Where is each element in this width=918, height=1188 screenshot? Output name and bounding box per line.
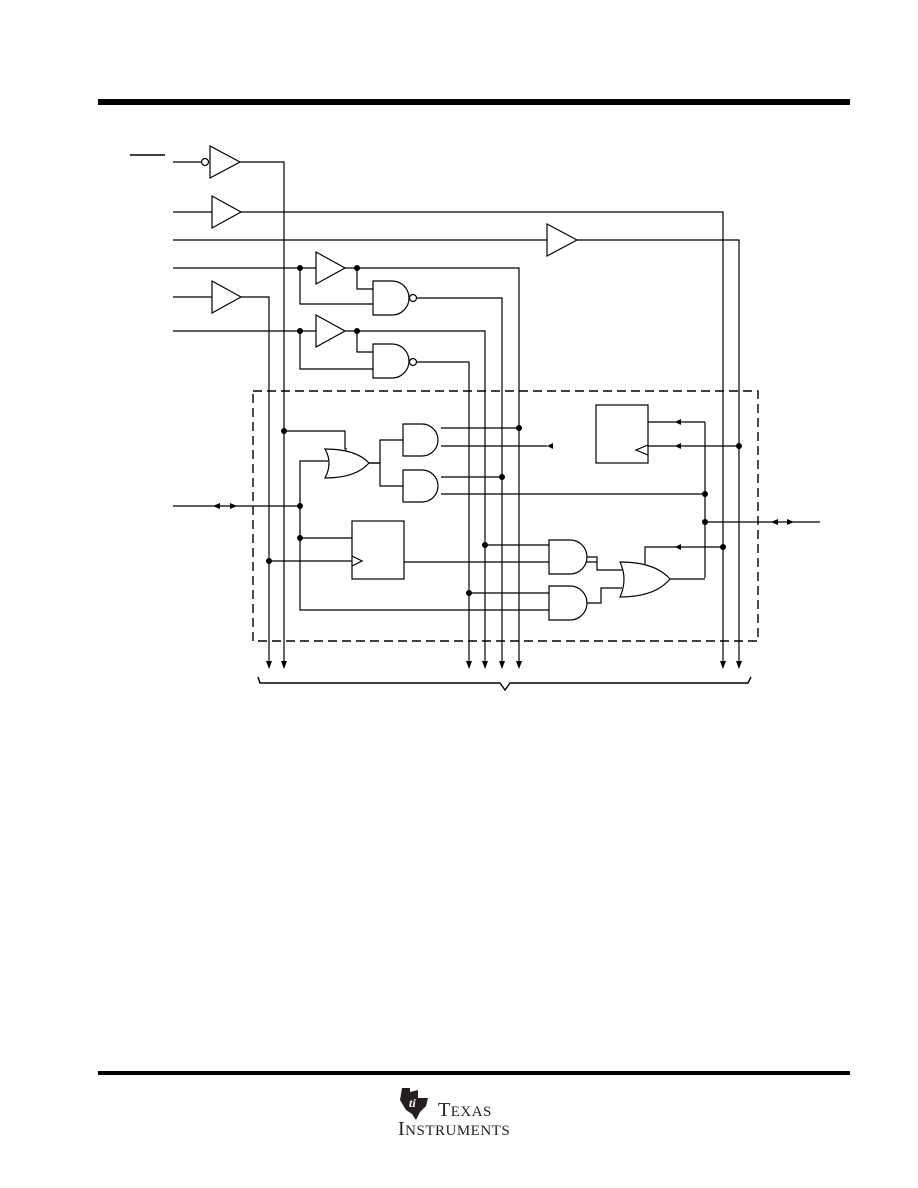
input-lines — [173, 161, 547, 332]
buffer-gate — [315, 313, 347, 349]
footer-rule — [98, 1071, 850, 1075]
bidirectional-arrow-icon — [771, 519, 778, 525]
ti-state-logo-icon: ti — [400, 1088, 428, 1120]
nand-gate — [372, 280, 418, 316]
logo-wordmark-line1: TEXAS — [438, 1099, 492, 1121]
and-gate — [402, 423, 439, 457]
bus-brace — [257, 676, 752, 692]
logo-wordmark-line2: INSTRUMENTS — [398, 1118, 511, 1140]
buffer-gate — [315, 250, 347, 286]
texas-instruments-logo: ti TEXAS INSTRUMENTS — [396, 1082, 566, 1142]
buffer-gate — [211, 194, 243, 230]
buffer-output-lines — [240, 161, 740, 664]
or-gate — [619, 561, 671, 598]
nand-gate — [372, 343, 418, 379]
and-gate — [548, 539, 588, 575]
buffer-gate-inverting — [200, 145, 242, 179]
flip-flop-block — [351, 520, 405, 580]
bidirectional-arrow-icon — [213, 503, 220, 509]
svg-text:ti: ti — [409, 1096, 416, 1110]
buffer-gate — [211, 279, 243, 315]
macrocell-boundary — [252, 390, 759, 642]
or-gate — [323, 448, 370, 479]
flip-flop-block — [595, 404, 649, 464]
junction-dots — [266, 265, 742, 596]
and-gate — [402, 469, 439, 503]
header-rule — [98, 99, 850, 105]
bus-arrows — [266, 661, 742, 669]
and-gate — [548, 585, 588, 621]
buffer-gate — [546, 223, 579, 257]
